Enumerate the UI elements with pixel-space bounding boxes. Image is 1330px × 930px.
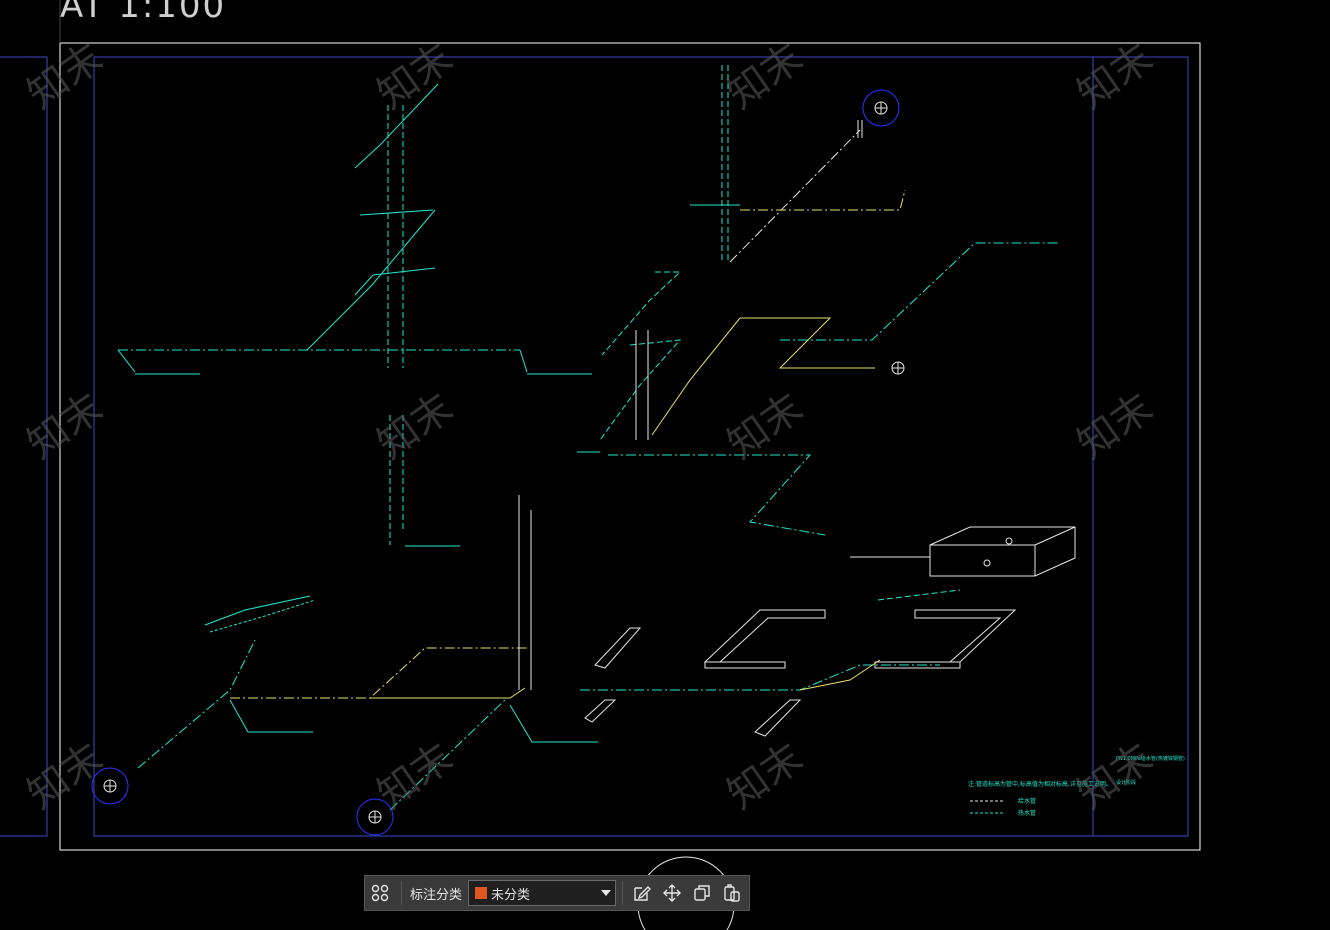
title-block-line1: PN1.0MPa给水管(热镀锌钢管) [1116, 755, 1185, 762]
move-icon[interactable] [657, 876, 687, 910]
watermark-text: 知末 [1069, 385, 1161, 469]
riser-system-left [117, 83, 592, 547]
watermark-text: 知末 [719, 35, 811, 119]
category-select[interactable]: 未分类 [468, 880, 617, 906]
title-block: PN1.0MPa给水管(热镀锌钢管) 设计阶段 [1116, 755, 1185, 786]
watermark-text: 知末 [719, 735, 811, 819]
legend: 注:管道标高为管中,标高值为相对标高,详见施工说明。 给水管 热水管 [968, 780, 1112, 817]
legend-item-label: 热水管 [1018, 809, 1036, 817]
copy-icon[interactable] [687, 876, 717, 910]
watermark-text: 知末 [1069, 35, 1161, 119]
watermark-text: 知末 [369, 735, 461, 819]
legend-title: 注:管道标高为管中,标高值为相对标高,详见施工说明。 [968, 780, 1112, 788]
annotation-toolbar: 标注分类 未分类 [364, 875, 750, 911]
watermark-text: 知末 [369, 35, 461, 119]
watermarks: 知末 知末 知末 知末 知末 知末 知末 知末 知末 知末 知末 知末 [19, 35, 1161, 819]
category-value: 未分类 [491, 887, 531, 903]
pipe-system-upper-right [690, 65, 906, 263]
watermark-text: 知末 [1069, 735, 1161, 819]
edit-icon[interactable] [627, 876, 657, 910]
category-label: 标注分类 [410, 887, 463, 903]
drawing-scale-label: AT 1:100 [60, 0, 227, 26]
watermark-text: 知末 [369, 385, 461, 469]
category-color-swatch [475, 887, 488, 899]
toolbar-separator [622, 881, 624, 905]
level-markers [91, 89, 900, 836]
pipe-system-lower-right [580, 526, 1076, 737]
watermark-text: 知末 [719, 385, 811, 469]
toolbar-separator [401, 881, 402, 905]
pipe-system-lower-left [137, 495, 598, 811]
legend-item-label: 给水管 [1018, 797, 1036, 805]
paste-icon[interactable] [717, 876, 747, 910]
watermark-text: 知末 [19, 385, 111, 469]
watermark-text: 知末 [19, 735, 111, 819]
title-block-line2: 设计阶段 [1116, 779, 1136, 786]
pipe-system-center [577, 242, 1060, 536]
marker-symbols [103, 101, 905, 824]
chevron-down-icon[interactable] [601, 890, 612, 896]
watermark-text: 知末 [19, 35, 111, 119]
drawing-frames [0, 0, 1201, 851]
grid-icon[interactable] [365, 876, 395, 910]
